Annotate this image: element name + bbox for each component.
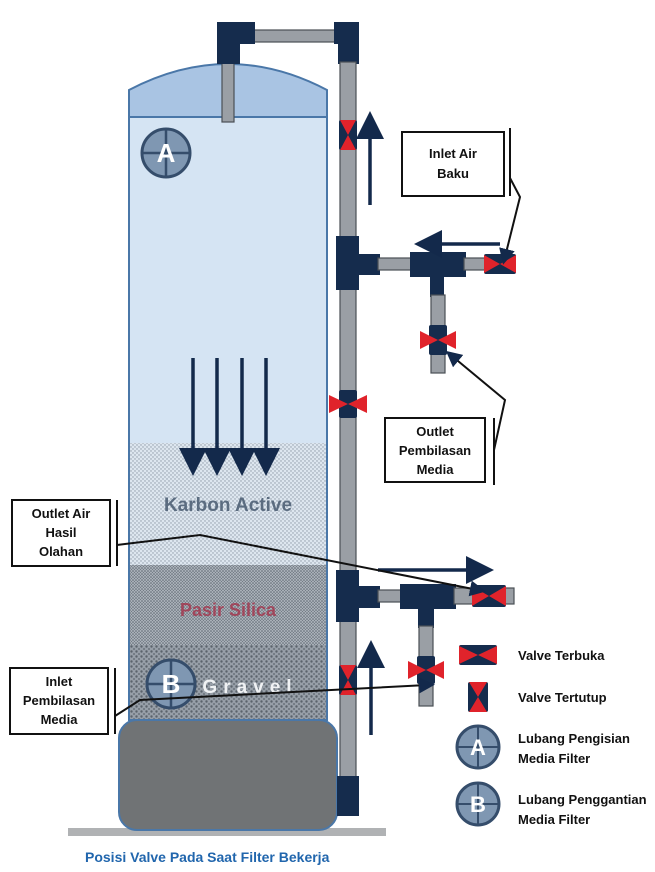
- callout-inlet-air-baku: Inlet Air Baku: [401, 128, 522, 265]
- legend-port-b-line1: Lubang Penggantian: [518, 792, 647, 807]
- svg-text:Outlet Air: Outlet Air: [32, 506, 91, 521]
- svg-text:Pembilasan: Pembilasan: [399, 443, 471, 458]
- svg-text:Baku: Baku: [437, 166, 469, 181]
- callout-outlet-pembilasan: Outlet Pembilasan Media: [384, 350, 507, 485]
- layer-label-karbon: Karbon Active: [164, 495, 292, 516]
- layer-pasir-silica: [130, 565, 326, 645]
- legend-valve-open-label: Valve Terbuka: [518, 648, 605, 663]
- legend: Valve Terbuka Valve Tertutup A Lubang Pe…: [455, 645, 647, 827]
- top-pipe: [217, 22, 359, 123]
- legend-port-a-line2: Media Filter: [518, 751, 590, 766]
- svg-text:Pembilasan: Pembilasan: [23, 693, 95, 708]
- legend-port-a-line1: Lubang Pengisian: [518, 731, 630, 746]
- valve-top-closed: [339, 120, 357, 150]
- upper-tee: [336, 236, 487, 374]
- port-b-letter: B: [162, 669, 181, 699]
- svg-text:Inlet: Inlet: [46, 674, 73, 689]
- legend-valve-open-icon: [459, 645, 497, 665]
- downflow-arrows: [179, 358, 280, 476]
- valve-inlet-open: [484, 254, 516, 274]
- valve-rinse-outlet-closed: [420, 325, 456, 355]
- legend-valve-closed-label: Valve Tertutup: [518, 690, 607, 705]
- legend-port-b-icon: B: [455, 781, 501, 827]
- svg-text:Olahan: Olahan: [39, 544, 83, 559]
- tank-base: [118, 719, 338, 831]
- valve-rinse-inlet-closed: [408, 656, 444, 684]
- svg-text:Hasil: Hasil: [45, 525, 76, 540]
- valve-product-outlet-open: [472, 585, 506, 607]
- bottom-pipe-fitting: [337, 776, 359, 816]
- legend-port-b-line2: Media Filter: [518, 812, 590, 827]
- valve-middle-closed: [329, 390, 367, 418]
- valve-lower-closed: [339, 665, 357, 695]
- callout-outlet-air-hasil: Outlet Air Hasil Olahan: [11, 499, 486, 597]
- svg-text:Inlet Air: Inlet Air: [429, 146, 477, 161]
- svg-text:Media: Media: [41, 712, 79, 727]
- legend-valve-closed-icon: [468, 682, 488, 712]
- layer-label-pasir: Pasir Silica: [180, 600, 277, 620]
- port-a-letter: A: [157, 138, 176, 168]
- port-a: A: [140, 127, 192, 179]
- svg-text:A: A: [470, 735, 486, 760]
- ground-line: [68, 828, 386, 836]
- pipe-flow-arrows: [356, 111, 500, 735]
- svg-text:Outlet: Outlet: [416, 424, 454, 439]
- svg-text:Media: Media: [417, 462, 455, 477]
- svg-text:B: B: [470, 792, 486, 817]
- legend-port-a-icon: A: [455, 724, 501, 770]
- port-b: B: [145, 658, 197, 710]
- diagram-caption: Posisi Valve Pada Saat Filter Bekerja: [85, 849, 330, 865]
- callout-inlet-pembilasan: Inlet Pembilasan Media: [9, 667, 435, 735]
